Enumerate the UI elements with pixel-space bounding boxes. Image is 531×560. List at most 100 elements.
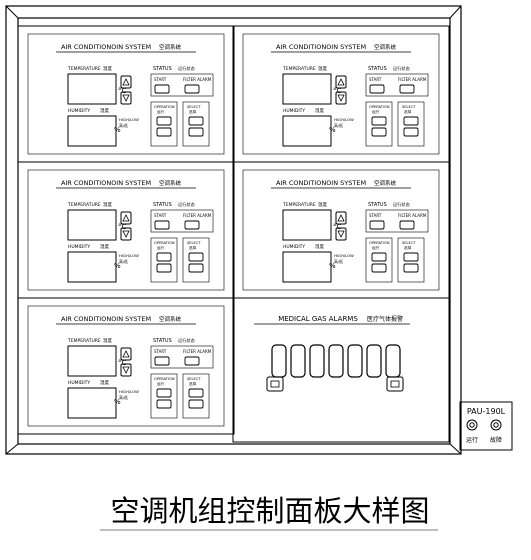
filter-alarm-indicator[interactable]: [184, 356, 200, 366]
humidity-label-cn: 湿度: [315, 107, 324, 114]
status-label: STATUS: [153, 338, 172, 344]
gas-left-button[interactable]: [266, 376, 284, 392]
operation-button-1[interactable]: [156, 252, 172, 262]
select-button-2[interactable]: [403, 263, 419, 273]
temp-unit: °C: [333, 223, 342, 231]
temperature-display: [67, 345, 117, 377]
humidity-display: [67, 251, 117, 283]
temp-unit: °C: [118, 359, 127, 367]
unit-header-cn: 空调系统: [374, 43, 397, 51]
filter-alarm-indicator[interactable]: [184, 84, 200, 94]
humidity-label-cn: 湿度: [100, 107, 109, 114]
unit-header-en: AIR CONDITIONOIN SYSTEM: [276, 179, 366, 187]
unit-header-cn: 空调系统: [159, 315, 182, 323]
temp-label-cn: 温度: [103, 65, 112, 72]
operation-label-cn: 运行: [157, 245, 165, 250]
operation-button-2[interactable]: [371, 263, 387, 273]
operation-button-1[interactable]: [156, 388, 172, 398]
temp-down-button[interactable]: [120, 91, 132, 105]
unit-header-cn: 空调系统: [374, 179, 397, 187]
humidity-label-cn: 湿度: [100, 243, 109, 250]
temp-up-button[interactable]: [120, 211, 132, 225]
humidity-unit: %: [114, 262, 121, 270]
select-button-1[interactable]: [188, 388, 204, 398]
temp-down-button[interactable]: [120, 363, 132, 377]
temp-up-button[interactable]: [335, 75, 347, 89]
gas-header-en: MEDICAL GAS ALARMS: [278, 315, 358, 323]
unit-header-en: AIR CONDITIONOIN SYSTEM: [61, 179, 151, 187]
select-button-2[interactable]: [403, 127, 419, 137]
filter-label: FILTER ALARM: [183, 77, 212, 82]
humidity-unit: %: [329, 126, 336, 134]
humidity-label-cn: 湿度: [100, 379, 109, 386]
start-label: START: [154, 349, 167, 354]
start-indicator[interactable]: [369, 220, 385, 230]
temp-unit: °C: [118, 223, 127, 231]
operation-button-2[interactable]: [371, 127, 387, 137]
pau-fault-label: 故障: [490, 436, 502, 444]
pau-box: PAU-190L 运行 故障: [459, 401, 513, 451]
temp-up-button[interactable]: [335, 211, 347, 225]
select-label: SELECT: [187, 241, 201, 245]
filter-alarm-indicator[interactable]: [399, 84, 415, 94]
filter-alarm-indicator[interactable]: [399, 220, 415, 230]
operation-button-2[interactable]: [156, 399, 172, 409]
down-arrow-icon: [122, 366, 130, 374]
humidity-label: HUMIDITY: [68, 380, 90, 386]
gas-alarm-gauge: [328, 344, 344, 378]
temp-up-button[interactable]: [120, 347, 132, 361]
pau-run-indicator: [466, 419, 478, 431]
operation-label: OPERATION: [369, 105, 390, 109]
select-label: SELECT: [402, 105, 416, 109]
high-low-label-cn: 高/低: [119, 395, 128, 400]
humidity-label: HUMIDITY: [68, 244, 90, 250]
operation-button-1[interactable]: [371, 116, 387, 126]
operation-button-1[interactable]: [156, 116, 172, 126]
select-button-2[interactable]: [188, 263, 204, 273]
filter-alarm-indicator[interactable]: [184, 220, 200, 230]
operation-label: OPERATION: [154, 105, 175, 109]
temp-down-button[interactable]: [335, 91, 347, 105]
select-button-2[interactable]: [188, 127, 204, 137]
temp-label: TEMPERATURE: [67, 66, 101, 72]
operation-button-2[interactable]: [156, 127, 172, 137]
start-indicator[interactable]: [154, 84, 170, 94]
operation-label-cn: 运行: [157, 381, 165, 386]
start-indicator[interactable]: [154, 356, 170, 366]
start-label: START: [154, 213, 167, 218]
gas-alarm-gauge: [290, 344, 306, 378]
select-label: SELECT: [187, 105, 201, 109]
humidity-unit: %: [114, 398, 121, 406]
select-button-1[interactable]: [188, 252, 204, 262]
start-indicator[interactable]: [154, 220, 170, 230]
down-arrow-icon: [337, 94, 345, 102]
temp-down-button[interactable]: [335, 227, 347, 241]
humidity-label: HUMIDITY: [283, 108, 305, 114]
temperature-display: [282, 73, 332, 105]
temp-label: TEMPERATURE: [67, 202, 101, 208]
select-button-1[interactable]: [403, 252, 419, 262]
humidity-display: [282, 115, 332, 147]
operation-label: OPERATION: [154, 377, 175, 381]
operation-button-1[interactable]: [371, 252, 387, 262]
down-arrow-icon: [122, 94, 130, 102]
temp-down-button[interactable]: [120, 227, 132, 241]
high-low-label-cn: 高/低: [334, 123, 343, 128]
operation-label-cn: 运行: [157, 109, 165, 114]
gas-right-button[interactable]: [386, 376, 404, 392]
unit-header-cn: 空调系统: [159, 43, 182, 51]
temp-label: TEMPERATURE: [282, 66, 316, 72]
select-button-1[interactable]: [403, 116, 419, 126]
select-label: SELECT: [402, 241, 416, 245]
select-button-1[interactable]: [188, 116, 204, 126]
select-label: SELECT: [187, 377, 201, 381]
operation-button-2[interactable]: [156, 263, 172, 273]
status-label: STATUS: [368, 66, 387, 72]
gas-alarm-gauge: [271, 344, 287, 378]
start-indicator[interactable]: [369, 84, 385, 94]
operation-label: OPERATION: [154, 241, 175, 245]
high-low-label: HIGH/LOW: [334, 253, 354, 258]
select-button-2[interactable]: [188, 399, 204, 409]
temp-up-button[interactable]: [120, 75, 132, 89]
humidity-unit: %: [114, 126, 121, 134]
